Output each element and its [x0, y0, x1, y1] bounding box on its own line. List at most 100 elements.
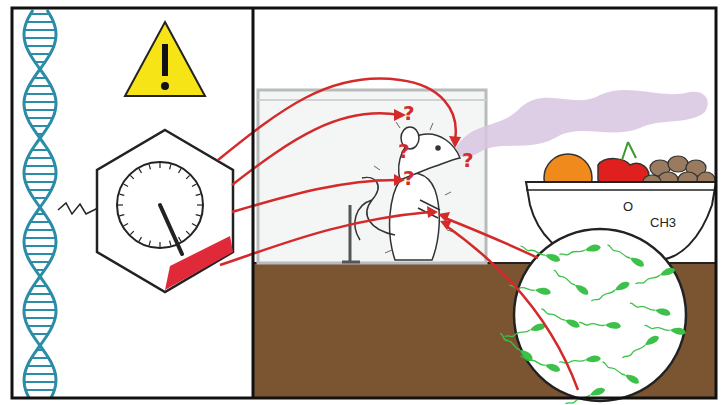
dna-rung — [26, 93, 55, 95]
smell-cloud — [455, 90, 708, 157]
dna-rung — [31, 357, 48, 359]
bacterium-body — [585, 355, 602, 363]
bacterium-flagellum — [622, 345, 646, 360]
dna-rung — [29, 189, 52, 191]
dna-rung — [25, 373, 56, 375]
bacterium — [504, 322, 546, 339]
bacterium-body — [669, 326, 686, 335]
frame — [12, 8, 716, 398]
dna-rung — [24, 173, 56, 175]
gauge-tick — [139, 169, 142, 173]
bacterium-flagellum — [520, 356, 545, 367]
bacterium-body — [654, 306, 671, 317]
dna-rung — [24, 37, 56, 39]
bacterium-body — [624, 372, 641, 386]
bacterium-flagellum — [629, 303, 655, 312]
gauge-tick — [186, 231, 190, 235]
gauge-tick — [196, 215, 201, 216]
dna-rung — [25, 109, 56, 111]
bacterium — [498, 330, 535, 362]
dna-rung — [29, 85, 51, 87]
bacterium-body — [518, 347, 535, 362]
dna-rung — [28, 157, 53, 159]
bacterium — [579, 319, 621, 329]
dna-rung — [35, 61, 45, 63]
dna-rung — [37, 133, 43, 135]
bacterium-body — [659, 266, 676, 278]
dna-rung — [34, 77, 47, 79]
dna-rung — [32, 149, 48, 151]
dna-rung — [30, 261, 50, 263]
bacterium — [606, 242, 646, 269]
dna-strand — [24, 10, 56, 398]
bacterium-body — [573, 282, 590, 297]
bacterium — [644, 322, 687, 336]
gauge-tick — [118, 204, 123, 205]
gauge-tick — [159, 242, 160, 247]
dna-rung — [25, 181, 54, 183]
gauge-tick — [139, 237, 142, 241]
red-arrows — [218, 78, 578, 390]
bacterium-flagellum — [505, 330, 531, 339]
dna-rung — [27, 365, 53, 367]
chemical-formula: CH3 — [650, 216, 676, 229]
glass-rim — [258, 99, 486, 101]
dna-rung — [27, 117, 52, 119]
dna-rung — [32, 333, 48, 335]
bacteria-group — [498, 242, 686, 405]
warning-bar — [162, 44, 168, 76]
question-mark: ? — [398, 141, 410, 161]
gauge-tick — [130, 175, 134, 179]
dna-rung — [35, 213, 45, 215]
arrow-heads — [394, 109, 461, 230]
dna-rung — [28, 325, 53, 327]
gauge-tick — [124, 224, 128, 227]
dna-rung — [25, 317, 55, 319]
gauge-tick — [149, 241, 150, 246]
gauge-tick — [124, 184, 128, 187]
bacterium — [601, 359, 641, 386]
dna-rung — [30, 221, 50, 223]
panel-divider — [252, 8, 255, 398]
bacterium-flagellum — [591, 290, 616, 303]
dna-rung — [24, 309, 56, 311]
warning-dot — [161, 82, 169, 90]
gauge-tick — [159, 163, 160, 168]
bacterium-flagellum — [602, 362, 626, 377]
gauge-tick — [119, 215, 124, 216]
dna-rung — [27, 21, 54, 23]
question-mark: ? — [462, 150, 474, 170]
bacterium — [590, 280, 631, 304]
bacterium-body — [564, 317, 581, 330]
chemical-symbol: O — [623, 200, 633, 213]
gauge-tick — [179, 169, 182, 173]
gauge-tick — [170, 164, 171, 169]
magnifier-circle — [514, 229, 686, 401]
bacterium-flagellum — [579, 322, 605, 327]
bacterium-body — [544, 361, 561, 373]
bacterium — [564, 386, 606, 405]
dna-rung — [26, 389, 55, 391]
gauge-tick — [119, 194, 124, 195]
dna-rung — [26, 229, 53, 231]
bacterium-body — [613, 280, 630, 293]
bacterium-flagellum — [509, 285, 535, 292]
bacterium-body — [584, 244, 601, 253]
dna-strand — [24, 10, 56, 398]
dna-rung — [33, 285, 46, 287]
bacterium-body — [605, 321, 622, 329]
dna-rung — [33, 197, 46, 199]
gene-hexagon — [97, 130, 233, 292]
dna-rung — [24, 245, 55, 247]
bacterium — [559, 244, 602, 258]
question-mark: ? — [403, 103, 415, 123]
dna-rung — [32, 125, 49, 127]
bacterium-flagellum — [559, 360, 585, 365]
bacterium-body — [544, 251, 561, 263]
bacterium-body — [589, 386, 606, 398]
bacterium-body — [629, 255, 646, 269]
gauge-tick — [196, 194, 201, 195]
gauge-tick — [192, 184, 196, 187]
bacterium-body — [643, 334, 660, 348]
